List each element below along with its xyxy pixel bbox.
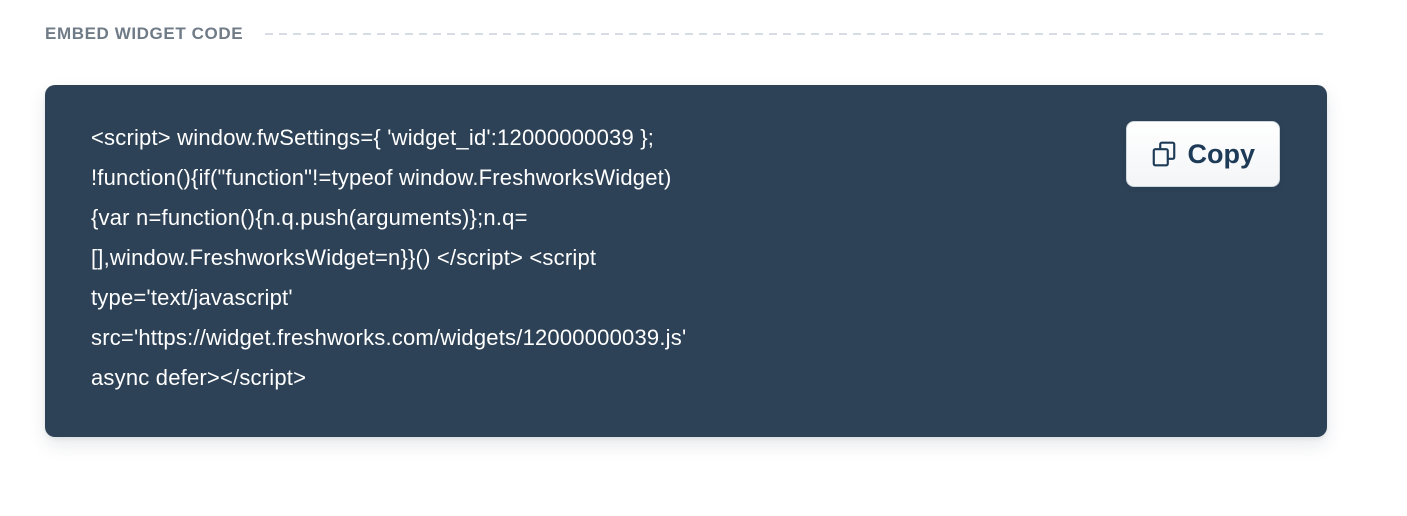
- code-line: {var n=function(){n.q.push(arguments)};n…: [91, 205, 528, 230]
- dashed-divider: [265, 33, 1327, 35]
- code-line: [],window.FreshworksWidget=n}}() </scrip…: [91, 245, 597, 270]
- embed-code-text: <script> window.fwSettings={ 'widget_id'…: [91, 118, 686, 398]
- section-header: EMBED WIDGET CODE: [45, 24, 1327, 44]
- code-line: type='text/javascript': [91, 285, 293, 310]
- code-line: <script> window.fwSettings={ 'widget_id'…: [91, 125, 655, 150]
- code-line: !function(){if("function"!=typeof window…: [91, 165, 672, 190]
- copy-button[interactable]: Copy: [1125, 121, 1280, 187]
- code-line: src='https://widget.freshworks.com/widge…: [91, 325, 687, 350]
- embed-code-panel: <script> window.fwSettings={ 'widget_id'…: [45, 85, 1327, 437]
- copy-button-label: Copy: [1187, 138, 1256, 169]
- copy-icon: [1151, 140, 1177, 168]
- code-line: async defer></script>: [91, 365, 307, 390]
- section-title: EMBED WIDGET CODE: [45, 24, 244, 43]
